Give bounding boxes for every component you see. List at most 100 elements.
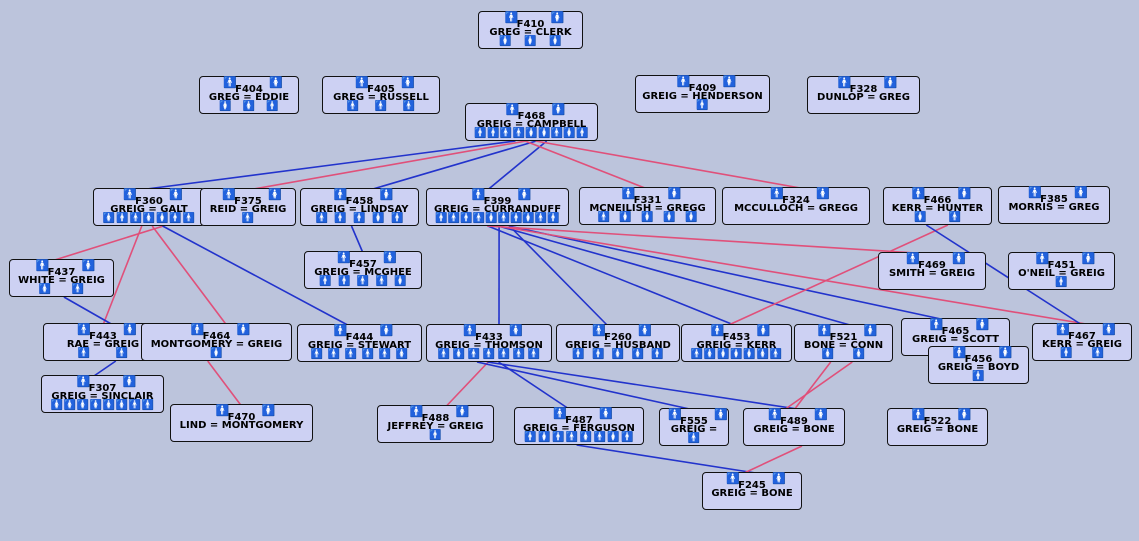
male-child-icon[interactable]: 🚹 (1060, 348, 1073, 359)
male-child-icon[interactable]: 🚹 (1091, 348, 1104, 359)
female-child-icon[interactable]: 🚺 (703, 349, 717, 360)
male-child-icon[interactable]: 🚹 (472, 213, 485, 224)
male-child-icon[interactable]: 🚹 (550, 128, 564, 139)
female-child-icon[interactable]: 🚺 (607, 432, 620, 443)
male-child-icon[interactable]: 🚹 (402, 101, 416, 112)
family-node-f522[interactable]: 🚹F522🚺GREIG = BONE (887, 408, 988, 446)
male-child-icon[interactable]: 🚹 (467, 349, 481, 360)
male-child-icon[interactable]: 🚹 (356, 276, 370, 287)
male-child-icon[interactable]: 🚹 (128, 400, 142, 411)
male-child-icon[interactable]: 🚹 (334, 213, 347, 224)
female-child-icon[interactable]: 🚺 (394, 276, 407, 287)
female-child-icon[interactable]: 🚺 (663, 212, 676, 223)
female-child-icon[interactable]: 🚺 (743, 349, 756, 360)
female-child-icon[interactable]: 🚺 (102, 213, 116, 224)
family-node-f470[interactable]: 🚹F470🚺LIND = MONTGOMERY (170, 404, 313, 442)
family-node-f458[interactable]: 🚹F458🚺GREIG = LINDSAY🚹🚹🚹🚺🚹 (300, 188, 419, 226)
male-child-icon[interactable]: 🚹 (499, 128, 513, 139)
family-node-f410[interactable]: 🚹F410🚺GREG = CLERK🚺🚺🚺 (478, 11, 583, 49)
female-child-icon[interactable]: 🚺 (563, 128, 576, 139)
male-child-icon[interactable]: 🚹 (182, 213, 196, 224)
family-node-f409[interactable]: 🚹F409🚺GREIG = HENDERSON🚹 (635, 75, 770, 113)
family-node-f324[interactable]: 🚹F324🚺MCCULLOCH = GREGG (722, 187, 870, 225)
female-child-icon[interactable]: 🚺 (524, 36, 537, 47)
female-child-icon[interactable]: 🚺 (63, 400, 77, 411)
female-child-icon[interactable]: 🚺 (619, 212, 632, 223)
male-child-icon[interactable]: 🚹 (696, 100, 709, 111)
male-child-icon[interactable]: 🚹 (621, 432, 634, 443)
female-child-icon[interactable]: 🚺 (549, 36, 562, 47)
female-child-icon[interactable]: 🚺 (142, 213, 156, 224)
male-child-icon[interactable]: 🚹 (597, 212, 610, 223)
family-node-f260[interactable]: 🚹F260🚺GREIG = HUSBAND🚹🚹🚺🚺🚹 (556, 324, 680, 362)
female-child-icon[interactable]: 🚺 (522, 213, 535, 224)
family-node-f331[interactable]: 🚹F331🚺MCNEILISH = GREGG🚹🚺🚺🚺🚺 (579, 187, 716, 225)
male-child-icon[interactable]: 🚹 (687, 433, 701, 444)
family-node-f555[interactable]: 🚹F555🚺GREIG =🚹 (659, 408, 729, 446)
family-node-f437[interactable]: 🚹F437🚺WHITE = GREIG🚺🚹 (9, 259, 114, 297)
family-node-f451[interactable]: 🚹F451🚺O'NEIL = GREIG🚹 (1008, 252, 1115, 290)
female-child-icon[interactable]: 🚺 (395, 349, 409, 360)
male-child-icon[interactable]: 🚹 (769, 349, 783, 360)
female-child-icon[interactable]: 🚺 (452, 349, 466, 360)
male-child-icon[interactable]: 🚹 (524, 432, 537, 443)
male-child-icon[interactable]: 🚹 (509, 213, 523, 224)
male-child-icon[interactable]: 🚹 (437, 349, 451, 360)
male-child-icon[interactable]: 🚹 (482, 349, 496, 360)
family-node-f405[interactable]: 🚹F405🚺GREG = RUSSELL🚹🚹🚹 (322, 76, 440, 114)
family-node-f489[interactable]: 🚹F489🚺GREIG = BONE (743, 408, 845, 446)
female-child-icon[interactable]: 🚺 (115, 400, 129, 411)
female-child-icon[interactable]: 🚺 (242, 101, 256, 112)
female-child-icon[interactable]: 🚺 (914, 212, 927, 223)
family-node-f444[interactable]: 🚹F444🚺GREIG = STEWART🚹🚹🚹🚹🚹🚺 (297, 324, 422, 362)
family-node-f464[interactable]: 🚹F464🚺MONTGOMERY = GREIG🚺 (141, 323, 292, 361)
female-child-icon[interactable]: 🚺 (50, 400, 64, 411)
male-child-icon[interactable]: 🚹 (972, 371, 985, 382)
male-child-icon[interactable]: 🚹 (310, 349, 324, 360)
female-child-icon[interactable]: 🚺 (611, 349, 625, 360)
female-child-icon[interactable]: 🚺 (499, 36, 512, 47)
female-child-icon[interactable]: 🚺 (210, 348, 223, 359)
male-child-icon[interactable]: 🚹 (429, 430, 442, 441)
male-child-icon[interactable]: 🚹 (534, 213, 548, 224)
male-child-icon[interactable]: 🚹 (378, 349, 392, 360)
family-node-f433[interactable]: 🚹F433🚺GREIG = THOMSON🚹🚺🚹🚹🚹🚹🚹 (426, 324, 552, 362)
male-child-icon[interactable]: 🚹 (319, 276, 332, 287)
male-child-icon[interactable]: 🚹 (593, 432, 606, 443)
female-child-icon[interactable]: 🚺 (579, 432, 593, 443)
family-node-f456[interactable]: 🚹F456🚺GREIG = BOYD🚹 (928, 346, 1029, 384)
family-node-f468[interactable]: 🚹F468🚺GREIG = CAMPBELL🚹🚹🚹🚹🚺🚺🚹🚺🚹 (465, 103, 598, 141)
family-node-f457[interactable]: 🚹F457🚺GREIG = MCGHEE🚹🚹🚹🚹🚺 (304, 251, 422, 289)
family-node-f328[interactable]: 🚹F328🚺DUNLOP = GREG (807, 76, 920, 114)
male-child-icon[interactable]: 🚹 (690, 349, 704, 360)
family-node-f360[interactable]: 🚹F360🚺GREIG = GALT🚺🚹🚹🚺🚺🚹🚹 (93, 188, 205, 226)
family-node-f488[interactable]: 🚹F488🚺JEFFREY = GREIG🚹 (377, 405, 494, 443)
male-child-icon[interactable]: 🚹 (576, 128, 589, 139)
female-child-icon[interactable]: 🚺 (685, 212, 698, 223)
female-child-icon[interactable]: 🚺 (852, 349, 866, 360)
female-child-icon[interactable]: 🚺 (821, 349, 835, 360)
male-child-icon[interactable]: 🚹 (497, 349, 511, 360)
male-child-icon[interactable]: 🚹 (77, 348, 91, 359)
male-child-icon[interactable]: 🚹 (651, 349, 664, 360)
male-child-icon[interactable]: 🚹 (338, 276, 351, 287)
male-child-icon[interactable]: 🚹 (346, 101, 360, 112)
family-node-f307[interactable]: 🚹F307🚺GREIG = SINCLAIR🚺🚺🚺🚺🚺🚺🚹🚹 (41, 375, 164, 413)
family-node-f385[interactable]: 🚹F385🚺MORRIS = GREG (998, 186, 1110, 224)
female-child-icon[interactable]: 🚺 (219, 101, 232, 112)
family-node-f487[interactable]: 🚹F487🚺GREIG = FERGUSON🚹🚺🚹🚹🚺🚹🚺🚹 (514, 407, 644, 445)
family-node-f467[interactable]: 🚹F467🚺KERR = GREIG🚹🚹 (1032, 323, 1132, 361)
female-child-icon[interactable]: 🚺 (38, 284, 52, 295)
female-child-icon[interactable]: 🚺 (537, 128, 551, 139)
male-child-icon[interactable]: 🚹 (241, 213, 255, 224)
female-child-icon[interactable]: 🚺 (641, 212, 654, 223)
male-child-icon[interactable]: 🚹 (547, 213, 560, 224)
family-node-f404[interactable]: 🚹F404🚺GREG = EDDIE🚺🚺🚹 (199, 76, 299, 114)
male-child-icon[interactable]: 🚹 (169, 213, 182, 224)
male-child-icon[interactable]: 🚹 (572, 349, 585, 360)
male-child-icon[interactable]: 🚹 (391, 213, 404, 224)
male-child-icon[interactable]: 🚹 (375, 276, 388, 287)
family-node-f245[interactable]: 🚹F245🚺GREIG = BONE (702, 472, 802, 510)
male-child-icon[interactable]: 🚹 (512, 349, 526, 360)
male-child-icon[interactable]: 🚹 (374, 101, 388, 112)
